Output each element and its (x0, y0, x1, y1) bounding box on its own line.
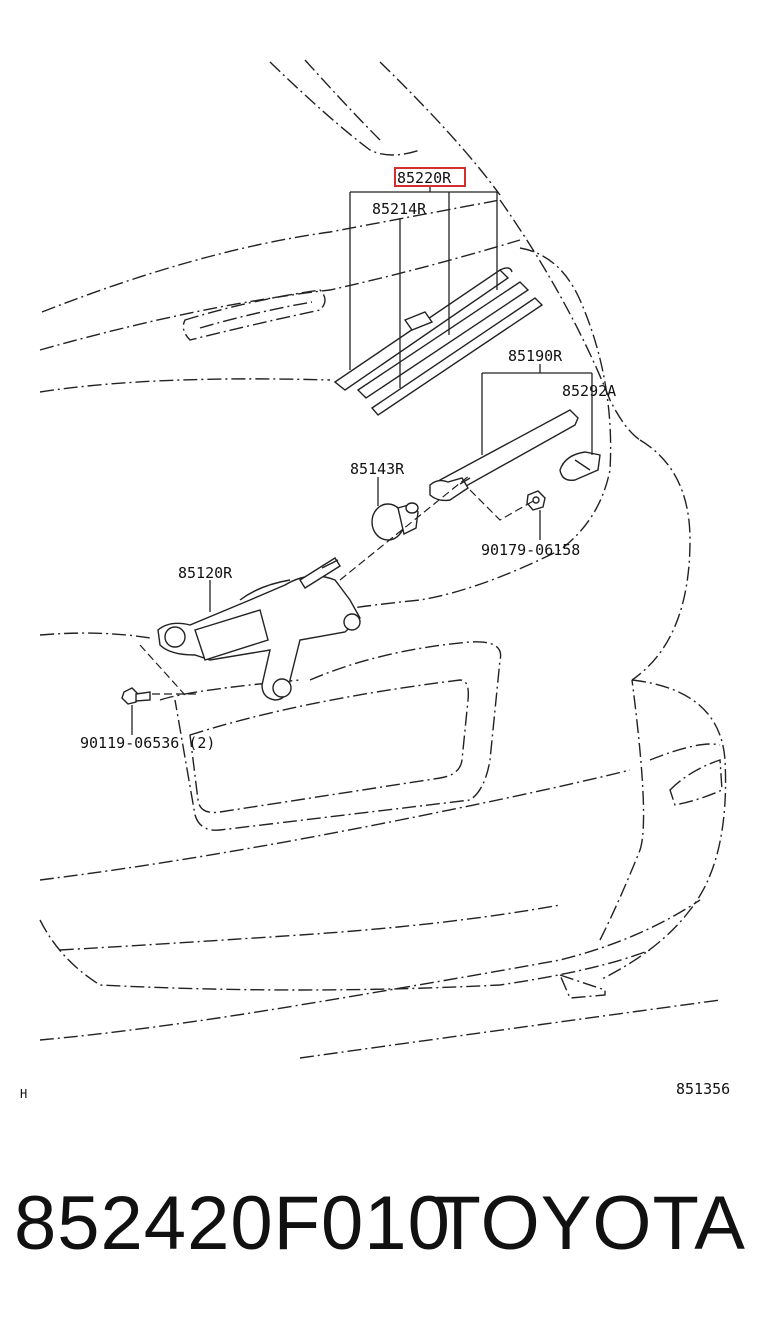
label-85190R[interactable]: 85190R (508, 347, 563, 365)
vehicle-body-outline (39, 59, 727, 1059)
pivot-cover (371, 502, 419, 541)
label-90179-06158[interactable]: 90179-06158 (481, 541, 580, 559)
wiper-arm (429, 409, 579, 502)
footer: 852420F010 TOYOTA (0, 1180, 760, 1290)
brand-name: TOYOTA (434, 1181, 746, 1266)
wiper-blade-assembly (333, 267, 544, 416)
label-85143R[interactable]: 85143R (350, 460, 405, 478)
leader-lines (131, 186, 593, 735)
nut (526, 490, 546, 511)
label-85220R[interactable]: 85220R (397, 169, 452, 187)
wiper-motor (157, 557, 361, 701)
arm-cap (559, 451, 601, 481)
assembly-center-lines (139, 474, 536, 696)
label-85292A[interactable]: 85292A (562, 382, 616, 400)
highlight-box (394, 167, 466, 187)
figure-code: 851356 (676, 1080, 730, 1098)
label-85120R[interactable]: 85120R (178, 564, 233, 582)
label-90119-06536[interactable]: 90119-06536 (2) (80, 734, 215, 752)
label-85214R[interactable]: 85214R (372, 200, 427, 218)
bolt (121, 687, 151, 705)
part-number: 852420F010 (14, 1181, 451, 1266)
corner-mark: H (20, 1087, 27, 1101)
